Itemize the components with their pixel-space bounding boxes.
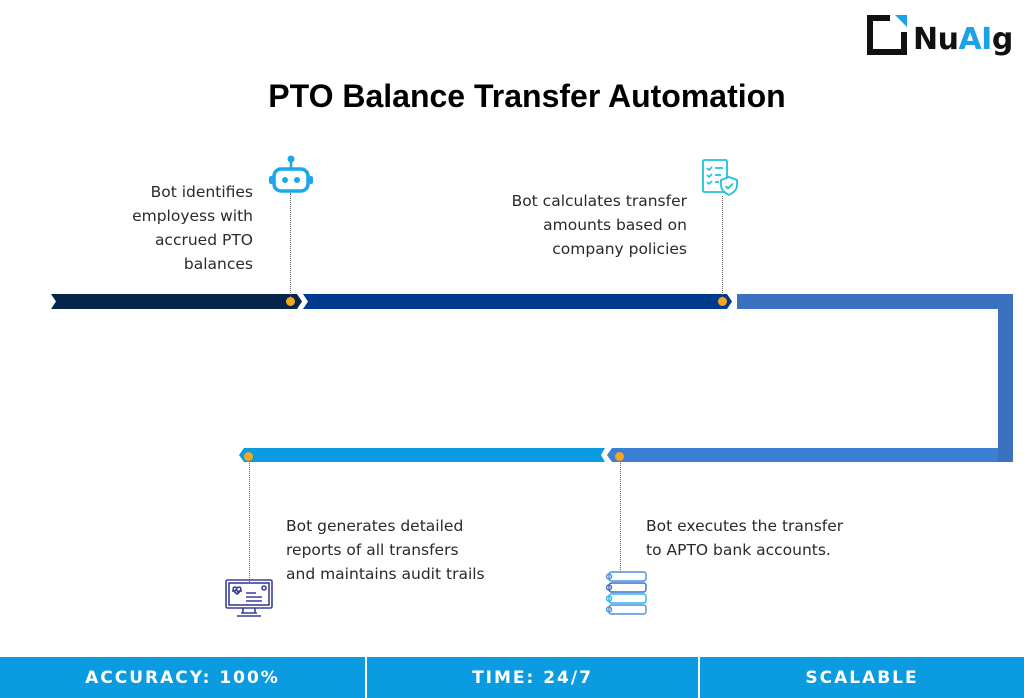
step-4-marker [244, 452, 253, 461]
timeline-connector-right [998, 294, 1013, 462]
timeline-connector-top [737, 294, 1013, 309]
footer-time: TIME: 24/7 [367, 657, 698, 698]
footer-accuracy: ACCURACY: 100% [0, 657, 365, 698]
server-stack-icon [605, 571, 647, 615]
footer-scalable: SCALABLE [700, 657, 1024, 698]
nualg-logo: NuAIg [864, 12, 1024, 62]
step-2-marker [718, 297, 727, 306]
timeline-segment-2 [303, 294, 732, 309]
step-1-connector-line [290, 193, 291, 299]
timeline-segment-1 [51, 294, 302, 309]
page-title: PTO Balance Transfer Automation [268, 78, 786, 114]
step-3-marker [615, 452, 624, 461]
step-2-description: Bot calculates transfer amounts based on… [511, 192, 687, 258]
step-4-description: Bot generates detailed reports of all tr… [286, 517, 485, 583]
robot-icon [269, 155, 313, 193]
step-2-connector-line [722, 196, 723, 299]
monitor-report-icon [225, 579, 273, 617]
step-3-connector-line [620, 458, 621, 572]
logo-mark-icon [867, 15, 907, 55]
checklist-shield-icon [702, 159, 738, 197]
logo-wordmark: NuAIg [913, 22, 1013, 57]
step-1-marker [286, 297, 295, 306]
timeline-segment-3 [607, 448, 998, 462]
step-1-description: Bot identifies employess with accrued PT… [132, 183, 253, 273]
step-4-connector-line [249, 458, 250, 582]
step-3-description: Bot executes the transfer to APTO bank a… [646, 517, 844, 559]
timeline-segment-4 [239, 448, 605, 462]
